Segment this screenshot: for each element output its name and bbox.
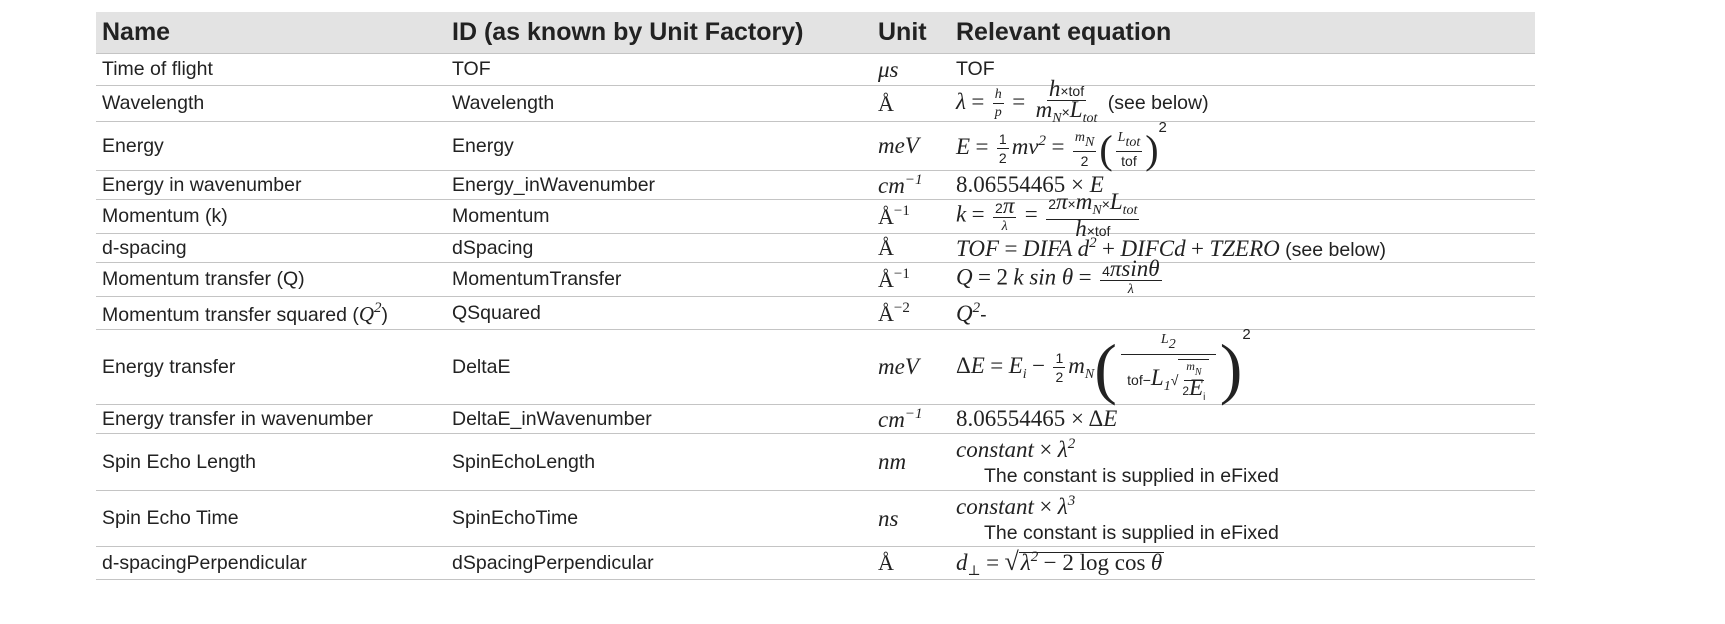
table-row: Spin Echo Time SpinEchoTime ns constant …	[96, 491, 1535, 547]
row-name: Momentum transfer (Q)	[102, 268, 305, 290]
row-equation: constant × λ3 The constant is supplied i…	[956, 492, 1279, 544]
row-id: TOF	[452, 58, 491, 80]
row-id: Energy	[452, 134, 514, 157]
row-id: dSpacing	[452, 236, 534, 259]
table-row: Time of flight TOF μs TOF	[96, 54, 1535, 86]
header-unit: Unit	[878, 18, 927, 46]
row-id: MomentumTransfer	[452, 268, 622, 290]
row-id: Momentum	[452, 205, 550, 227]
row-name: Energy in wavenumber	[102, 173, 302, 196]
row-note: The constant is supplied in eFixed	[984, 521, 1279, 544]
row-unit: Å−1	[878, 266, 910, 292]
table-row: Energy transfer in wavenumber DeltaE_inW…	[96, 405, 1535, 434]
row-name: Wavelength	[102, 92, 205, 114]
table-row: Energy in wavenumber Energy_inWavenumber…	[96, 171, 1535, 200]
table-row: d-spacing dSpacing Å TOF = DIFA d2 + DIF…	[96, 234, 1535, 263]
row-name: Time of flight	[102, 58, 213, 80]
row-equation: TOF	[956, 58, 995, 80]
row-id: DeltaE_inWavenumber	[452, 407, 652, 430]
row-equation: 8.06554465 × E	[956, 172, 1104, 197]
row-unit: meV	[878, 354, 919, 379]
row-equation: TOF = DIFA d2 + DIFCd + TZERO (see below…	[956, 234, 1386, 261]
table-row: Momentum transfer squared (Q2) QSquared …	[96, 297, 1535, 330]
row-name: Momentum transfer squared (Q2)	[102, 299, 389, 326]
row-note: The constant is supplied in eFixed	[984, 465, 1279, 487]
row-equation: d⊥ = √λ2 − 2 log cos θ	[956, 546, 1165, 579]
table-row: d-spacingPerpendicular dSpacingPerpendic…	[96, 547, 1535, 580]
row-unit: ns	[878, 505, 899, 531]
row-note: (see below)	[1285, 238, 1386, 261]
row-unit: Å	[878, 235, 894, 260]
row-id: DeltaE	[452, 355, 511, 378]
row-unit: Å−2	[878, 299, 910, 326]
table-header: Name ID (as known by Unit Factory) Unit …	[96, 12, 1535, 54]
row-name: Energy	[102, 134, 164, 157]
row-id: Wavelength	[452, 92, 555, 114]
row-name: d-spacing	[102, 236, 187, 259]
row-id: SpinEchoLength	[452, 450, 596, 473]
row-unit: cm−1	[878, 405, 923, 432]
row-unit: cm−1	[878, 171, 923, 198]
row-unit: Å	[878, 90, 894, 116]
row-name: Energy transfer in wavenumber	[102, 407, 373, 430]
row-unit: Å−1	[878, 203, 910, 229]
row-name: Energy transfer	[102, 355, 236, 378]
row-note: (see below)	[1107, 91, 1209, 114]
table-row: Momentum transfer (Q) MomentumTransfer Å…	[96, 256, 1535, 297]
header-name: Name	[102, 18, 171, 46]
units-table: Name ID (as known by Unit Factory) Unit …	[96, 12, 1535, 580]
row-name: d-spacingPerpendicular	[102, 551, 307, 574]
row-name: Momentum (k)	[102, 205, 228, 227]
row-id: Energy_inWavenumber	[452, 173, 656, 196]
row-equation: 8.06554465 × ΔE	[956, 406, 1118, 431]
row-unit: μs	[878, 56, 899, 82]
row-unit: nm	[878, 449, 907, 474]
row-id: QSquared	[452, 301, 541, 324]
row-name: Spin Echo Length	[102, 450, 256, 473]
header-equation: Relevant equation	[956, 18, 1172, 46]
row-id: dSpacingPerpendicular	[452, 551, 654, 574]
row-unit: Å	[878, 550, 894, 575]
row-name: Spin Echo Time	[102, 507, 239, 529]
row-equation: Q2-	[956, 299, 987, 326]
row-unit: meV	[878, 133, 919, 158]
row-equation: constant × λ2 The constant is supplied i…	[956, 436, 1279, 487]
header-id: ID (as known by Unit Factory)	[452, 18, 804, 46]
table-row: Spin Echo Length SpinEchoLength nm const…	[96, 434, 1535, 491]
row-id: SpinEchoTime	[452, 507, 579, 529]
